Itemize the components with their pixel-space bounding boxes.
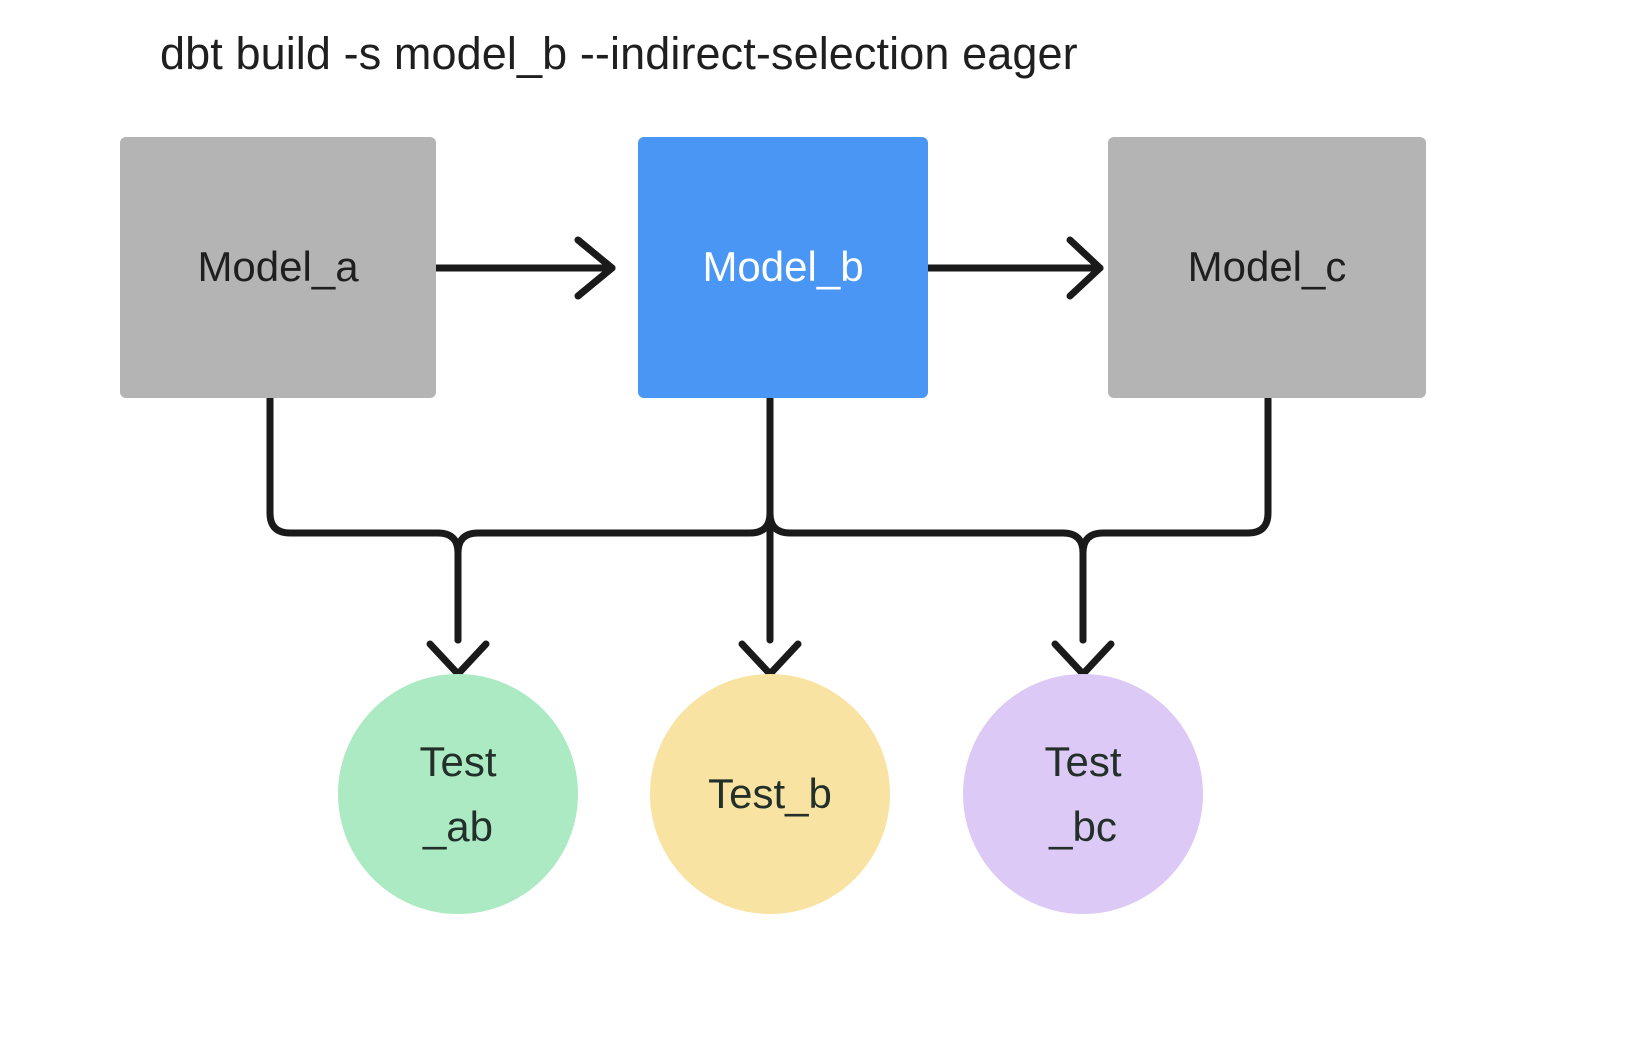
- arrowhead-test-ab: [426, 640, 490, 678]
- edge-model-a-to-test-ab: [266, 394, 462, 644]
- edge-model-c-to-test-bc: [1079, 394, 1272, 644]
- arrowhead-test-b: [738, 640, 802, 678]
- edge-model-b-to-model-c: [924, 236, 1104, 300]
- node-test-bc[interactable]: Test _bc: [963, 674, 1203, 914]
- diagram-title: dbt build -s model_b --indirect-selectio…: [160, 28, 1078, 79]
- edge-model-b-to-test-ab: [454, 394, 774, 644]
- node-test-b[interactable]: Test_b: [650, 674, 890, 914]
- node-test-ab[interactable]: Test _ab: [338, 674, 578, 914]
- node-test-b-label-line1: Test_b: [708, 770, 832, 818]
- node-test-ab-label-line2: _ab: [422, 803, 494, 850]
- node-test-ab-label-line1: Test: [419, 737, 497, 785]
- node-test-bc-label-line1: Test: [1044, 737, 1122, 785]
- node-test-bc-label-line2: _bc: [1049, 803, 1117, 850]
- edge-model-b-to-test-bc: [766, 394, 1087, 644]
- arrowhead-test-bc: [1051, 640, 1115, 678]
- node-model-a[interactable]: Model_a: [120, 137, 436, 398]
- node-model-b[interactable]: Model_b: [638, 137, 928, 398]
- edge-model-a-to-model-b: [432, 236, 616, 300]
- node-model-c[interactable]: Model_c: [1108, 137, 1426, 398]
- node-model-a-label: Model_a: [197, 243, 359, 291]
- node-model-b-label: Model_b: [702, 243, 864, 291]
- node-model-c-label: Model_c: [1187, 243, 1347, 291]
